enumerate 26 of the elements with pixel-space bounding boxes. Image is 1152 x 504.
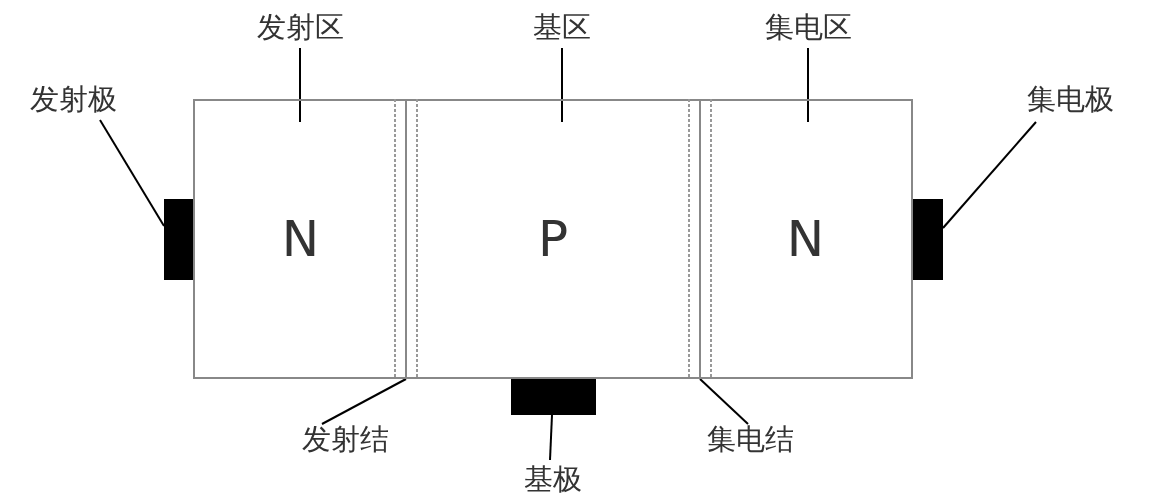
- region-label: 集电区: [758, 8, 858, 48]
- region-type-label: P: [537, 210, 569, 268]
- electrode-bar: [164, 199, 193, 280]
- leader-line: [699, 378, 749, 425]
- region-label: 发射结: [295, 420, 395, 460]
- region-label: 基区: [522, 8, 602, 48]
- region-label: 集电极: [1020, 80, 1120, 120]
- region-type-label: N: [786, 210, 825, 268]
- pn-junction: [394, 99, 418, 379]
- region-label: 基极: [513, 460, 593, 500]
- region-label: 集电结: [700, 420, 800, 460]
- region-type-label: N: [281, 210, 320, 268]
- leader-line: [561, 47, 563, 123]
- leader-line: [321, 378, 407, 425]
- leader-line: [807, 47, 809, 123]
- pn-junction: [688, 99, 712, 379]
- leader-line: [99, 119, 165, 227]
- region-label: 发射区: [250, 8, 350, 48]
- leader-line: [549, 414, 553, 461]
- electrode-bar: [913, 199, 943, 280]
- semiconductor-region: [193, 99, 406, 379]
- semiconductor-region: [700, 99, 913, 379]
- leader-line: [942, 121, 1037, 229]
- region-label: 发射极: [23, 80, 123, 120]
- leader-line: [299, 47, 301, 123]
- electrode-bar: [511, 379, 596, 415]
